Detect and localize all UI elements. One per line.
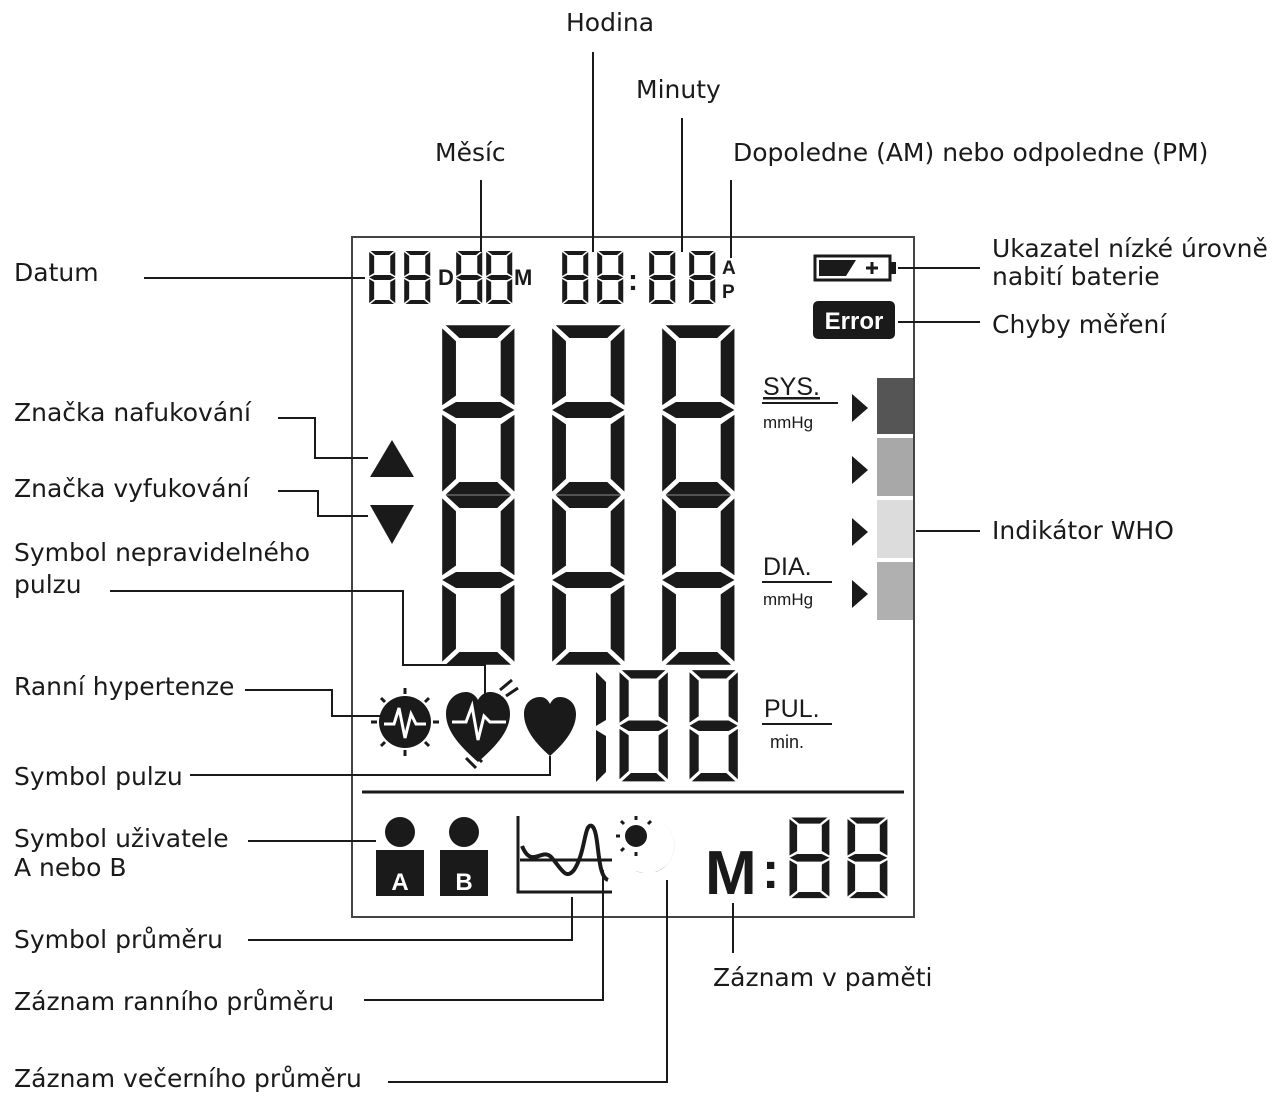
- date-digits: [369, 251, 431, 304]
- hour-digits: [562, 251, 624, 304]
- label-who: Indikátor WHO: [992, 516, 1174, 545]
- leader-vyfukovani: [278, 490, 368, 517]
- label-vyfukovani: Značka vyfukování: [14, 474, 250, 503]
- label-ampm: Dopoledne (AM) nebo odpoledne (PM): [733, 138, 1209, 167]
- label-nafukovani: Značka nafukování: [14, 398, 251, 427]
- error-text: Error: [825, 308, 884, 335]
- lcd-frame: [351, 236, 915, 918]
- dia-label: DIA.: [763, 553, 812, 581]
- leader-nafukovani: [278, 417, 368, 459]
- user-b-icon: [440, 817, 488, 896]
- user-a-icon: [376, 817, 424, 896]
- who-bar-1: [877, 378, 913, 434]
- leader-prumer: [248, 897, 573, 941]
- leader-ranni-hypertenze: [245, 689, 380, 717]
- memory-m-label: M: [705, 839, 757, 908]
- label-pamet: Záznam v paměti: [713, 963, 933, 992]
- label-hodina: Hodina: [566, 8, 655, 37]
- label-uzivatel-line2: A nebo B: [14, 853, 127, 882]
- label-battery-line1: Ukazatel nízké úrovně: [992, 234, 1268, 263]
- memory-digits: [789, 817, 888, 899]
- battery-icon: [813, 254, 896, 282]
- date-d-label: D: [438, 265, 454, 290]
- who-bar-4: [877, 562, 913, 620]
- deflate-arrow-icon: [370, 505, 414, 544]
- label-datum: Datum: [14, 258, 99, 287]
- month-m-label: M: [514, 265, 532, 290]
- pm-indicator: P: [722, 282, 735, 303]
- leader-nepravidelny: [110, 590, 486, 695]
- pulse-heart-icon: [524, 697, 576, 756]
- label-symbol-pulzu: Symbol pulzu: [14, 762, 183, 791]
- error-badge: [813, 301, 895, 339]
- user-b-letter: B: [455, 869, 472, 896]
- label-ranni-hypertenze: Ranní hypertenze: [14, 672, 235, 701]
- leader-lines: [110, 52, 980, 1083]
- label-nepravidelny-line2: pulzu: [14, 570, 82, 599]
- inflate-arrow-icon: [370, 440, 414, 477]
- who-pointer-3-icon: [852, 518, 868, 546]
- who-bar-3: [877, 500, 913, 558]
- pul-label: PUL.: [764, 695, 820, 723]
- pul-unit: min.: [770, 732, 804, 752]
- label-minuty: Minuty: [636, 75, 721, 104]
- sys-unit: mmHg: [763, 413, 813, 432]
- am-indicator: A: [722, 258, 736, 279]
- time-colon: :: [628, 264, 638, 297]
- dia-unit: mmHg: [763, 590, 813, 609]
- user-a-letter: A: [391, 869, 408, 896]
- pulse-digits: [596, 670, 738, 782]
- label-mesic: Měsíc: [435, 138, 506, 167]
- label-chyby: Chyby měření: [992, 310, 1167, 339]
- who-pointer-4-icon: [852, 580, 868, 608]
- sys-digits: [442, 325, 735, 495]
- morning-hypertension-icon: [371, 688, 439, 756]
- morning-average-sun-icon: [616, 816, 653, 856]
- leader-vecerni-prumer: [388, 880, 668, 1083]
- label-battery-line2: nabití baterie: [992, 262, 1160, 291]
- who-pointer-1-icon: [852, 394, 868, 422]
- irregular-pulse-icon: [446, 678, 519, 770]
- month-digits: [456, 251, 513, 304]
- label-prumer: Symbol průměru: [14, 925, 223, 954]
- memory-colon: :: [762, 842, 779, 900]
- label-uzivatel-line1: Symbol uživatele: [14, 824, 229, 853]
- minute-digits: [649, 251, 716, 304]
- leader-ranni-prumer: [364, 870, 604, 1001]
- label-nepravidelny-line1: Symbol nepravidelného: [14, 538, 311, 567]
- sys-label: SYS.: [763, 373, 820, 401]
- dia-digits: [442, 495, 735, 665]
- average-chart-icon: [516, 816, 612, 894]
- who-bar-2: [877, 438, 913, 496]
- who-pointer-2-icon: [852, 456, 868, 484]
- leader-symbol-pulzu: [190, 756, 551, 776]
- label-vecerni-prumer: Záznam večerního průměru: [14, 1064, 362, 1093]
- label-ranni-prumer: Záznam ranního průměru: [14, 987, 335, 1016]
